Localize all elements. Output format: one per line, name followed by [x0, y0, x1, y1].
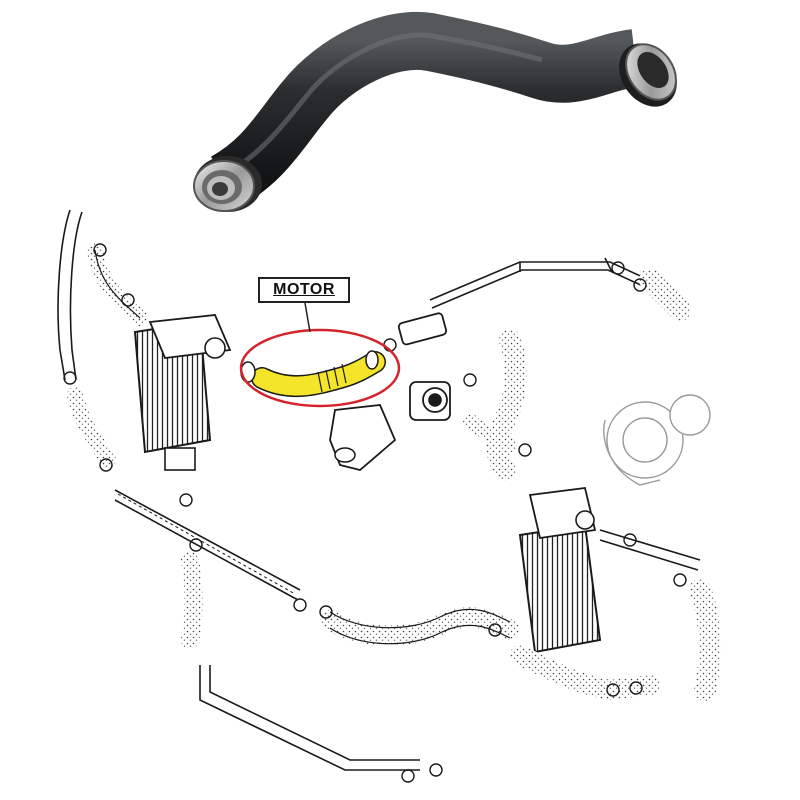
pipe-left-vertical — [57, 209, 71, 381]
intercooler-left — [133, 314, 232, 471]
highlighted-hose — [240, 350, 386, 398]
hose-body — [210, 11, 640, 208]
pipe-right-upper — [599, 529, 701, 561]
hose-center-vertical — [486, 329, 527, 481]
throttle-body — [409, 381, 451, 421]
product-hose-photo — [193, 11, 677, 212]
hose-left-fitting — [193, 156, 262, 212]
hose-right-fitting — [619, 43, 677, 107]
intercooler-diagram — [57, 209, 721, 783]
pipe-top-long — [429, 261, 661, 301]
intercooler-right — [518, 487, 602, 654]
hose-left-mid — [67, 387, 116, 468]
hose-right-vertical — [689, 579, 721, 701]
hose-turbo-short — [639, 269, 691, 321]
hose-left-top — [87, 242, 148, 326]
pipe-connector — [397, 312, 448, 346]
hose-lower-left — [181, 551, 203, 649]
hose-bottom-long — [320, 607, 520, 646]
callout-leader — [304, 302, 311, 333]
hose-sheen — [238, 32, 543, 168]
intake-elbow — [329, 404, 397, 471]
pipe-lower-diagonal — [114, 489, 301, 591]
motor-label: MOTOR — [258, 277, 350, 303]
hose-clamps — [63, 243, 687, 783]
turbocharger — [603, 394, 711, 486]
callout-ellipse — [239, 328, 401, 408]
hose-right-lower — [510, 645, 660, 701]
